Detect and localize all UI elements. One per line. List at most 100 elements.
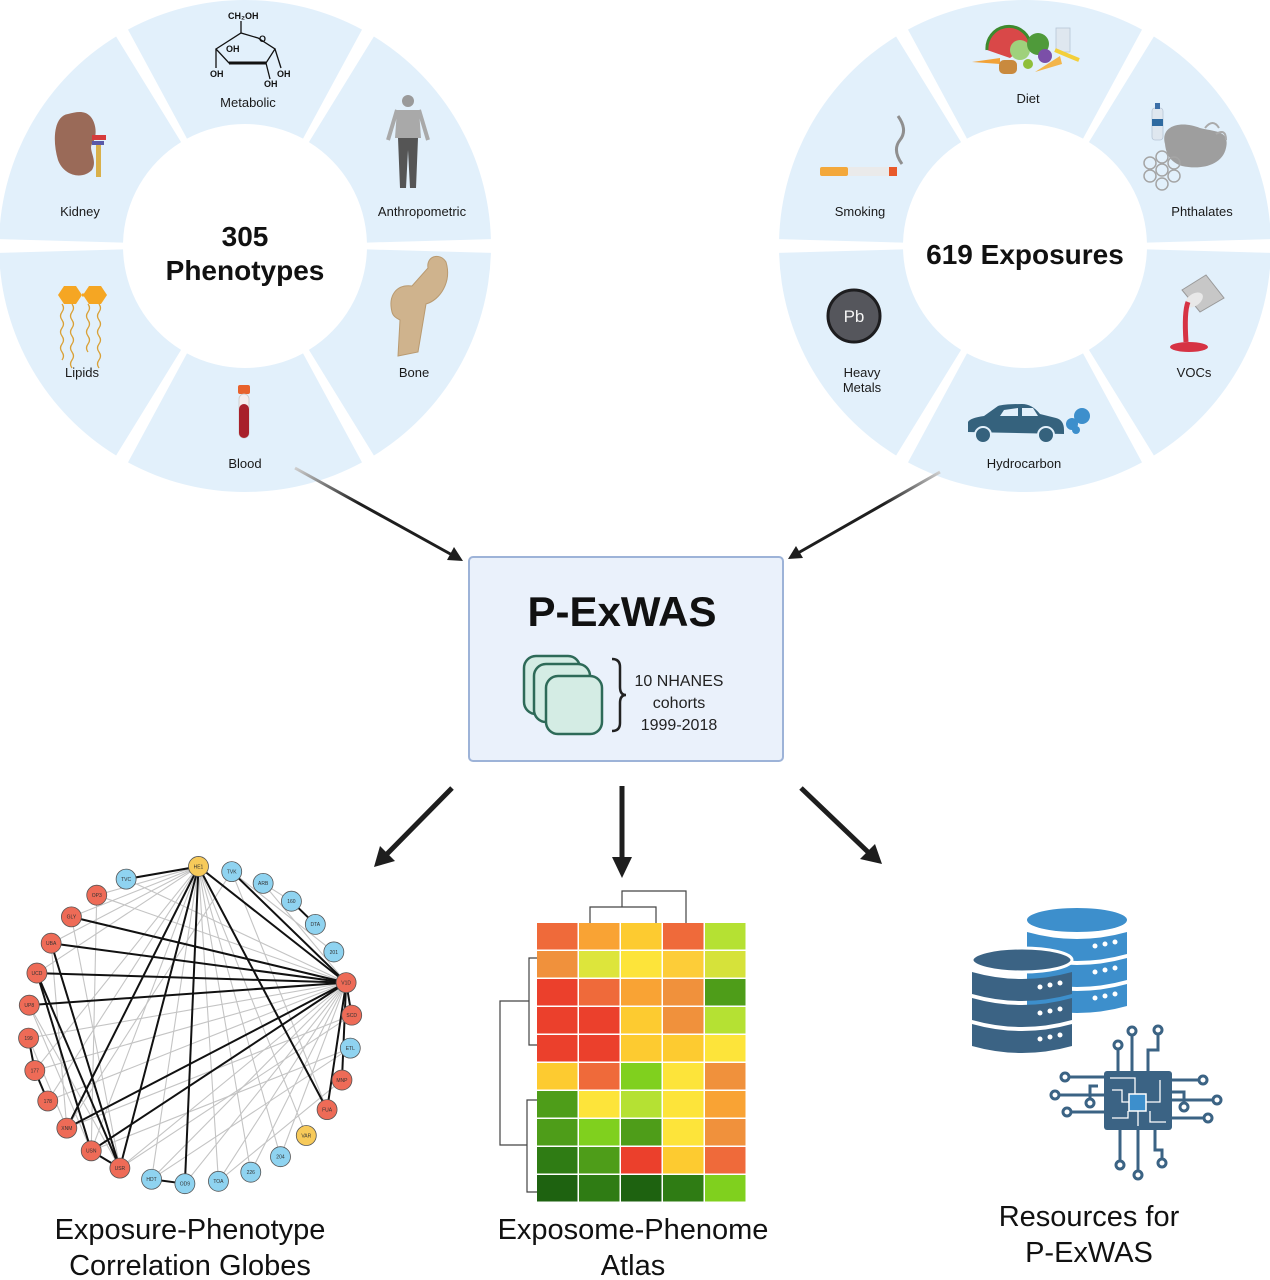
arrowhead-resources: [860, 844, 882, 864]
globe-node: OP3: [86, 884, 108, 906]
globe-node: 177: [24, 1060, 46, 1081]
globe-node-circle: [174, 1173, 196, 1195]
globe-node-circle: [24, 1060, 46, 1081]
femur-bone-icon: [390, 255, 448, 357]
globe-edge-weak: [197, 866, 252, 1173]
globe-node: 201: [323, 941, 345, 963]
segment-label-smoking: Smoking: [835, 204, 886, 219]
globe-edge-weak: [231, 871, 328, 1110]
globe-edge-weak: [217, 982, 347, 1182]
globe-node-label: 199: [24, 1036, 33, 1042]
heatmap-cell: [663, 1063, 704, 1090]
globe-edge-strong: [231, 870, 347, 984]
globe-node-circle: [304, 914, 326, 935]
heatmap-cell: [537, 1147, 578, 1174]
globe-node-label: UP8: [24, 1003, 34, 1009]
heatmap-icon: [499, 890, 746, 1202]
globe-edge-weak: [66, 1014, 352, 1129]
globe-edge-strong: [125, 865, 199, 881]
arrow-exposures-to-pexwas: [797, 470, 941, 555]
arrow-to-globes: [384, 786, 454, 857]
globe-edge-weak: [197, 866, 307, 1136]
arrowhead-left: [447, 547, 463, 561]
globe-edge-strong: [90, 981, 347, 1152]
pexwas-method-box: P-ExWAS 10 NHANES cohorts 1999-2018: [468, 556, 784, 762]
globe-node-label: 204: [276, 1155, 285, 1161]
circuit-chip-icon: [1049, 1024, 1223, 1181]
globe-node-label: UBA: [46, 941, 57, 947]
heatmap-cell: [537, 1007, 578, 1034]
globe-node: MNP: [331, 1069, 353, 1091]
globe-node-circle: [56, 1117, 78, 1139]
cohort-years: 1999-2018: [641, 717, 718, 734]
globe-node: GLY: [60, 906, 82, 928]
arrowhead-globes: [374, 846, 395, 867]
segment-label-phthalates: Phthalates: [1171, 204, 1233, 219]
globe-edge-strong: [51, 942, 347, 984]
globe-node: V1D: [335, 972, 357, 994]
stacked-cards-icon: [522, 654, 604, 736]
svg-text:OH: OH: [210, 69, 224, 79]
svg-text:O: O: [259, 34, 266, 44]
globe-node: XNM: [56, 1117, 78, 1139]
globe-edge-strong: [340, 982, 348, 1081]
heatmap-cell: [663, 1175, 704, 1202]
globe-edge-weak: [119, 1014, 352, 1169]
exposure-title: 619 Exposures: [926, 239, 1124, 270]
cohort-word: cohorts: [653, 695, 705, 712]
heatmap-cell: [579, 951, 620, 978]
globe-edge-weak: [90, 866, 199, 1152]
heatmap-cell: [579, 1063, 620, 1090]
globe-node-circle: [26, 962, 48, 984]
globe-node-circle: [40, 932, 62, 954]
globe-node: HE1: [188, 856, 209, 877]
ring-segment-vocs: [1088, 249, 1270, 456]
globe-edge-weak: [50, 865, 199, 944]
ring-segment-smoking: [779, 36, 962, 243]
svg-text:OH: OH: [264, 79, 278, 89]
ring-segment-metabolic: [127, 0, 363, 139]
heatmap-cell: [537, 1119, 578, 1146]
person-icon: [386, 95, 430, 188]
globe-edge-strong: [326, 982, 348, 1110]
globe-node: 178: [37, 1090, 59, 1112]
globe-edge-weak: [71, 865, 199, 918]
glucose-molecule-icon: CH₂OH O OH OH OH OH: [210, 11, 291, 89]
globe-node-circle: [331, 1069, 353, 1091]
globe-node-label: OD9: [180, 1182, 191, 1188]
segment-label-metabolic: Metabolic: [220, 95, 276, 110]
globe-node: OD9: [174, 1173, 196, 1195]
globe-node-label: ETL: [346, 1046, 355, 1052]
globe-node-circle: [252, 872, 274, 894]
globe-node: 226: [240, 1161, 262, 1183]
heatmap-cell: [621, 1091, 662, 1118]
lipid-molecule-icon: [58, 286, 107, 369]
globe-node-label: XNM: [61, 1126, 72, 1132]
ring-segment-heavy-metals: [779, 249, 962, 456]
segment-label-lipids: Lipids: [65, 365, 99, 380]
globe-node-label: DTA: [311, 922, 321, 928]
output-label-globes-line1: Exposure-Phenotype: [55, 1214, 326, 1246]
blood-tube-icon: [238, 385, 250, 439]
globe-node: HDT: [141, 1168, 162, 1190]
heatmap-cell: [537, 1091, 578, 1118]
globe-node-label: HDT: [146, 1177, 156, 1183]
heatmap-cell: [579, 1091, 620, 1118]
globe-edge-weak: [96, 894, 347, 984]
globe-node-label: UCD: [31, 971, 42, 977]
heatmap-cell: [579, 979, 620, 1006]
heatmap-cell: [663, 1147, 704, 1174]
globe-node-label: ARB: [258, 881, 269, 887]
globe-node-circle: [86, 884, 108, 906]
output-arrows: [374, 786, 882, 878]
segment-label-heavy-metals-line1: Heavy: [844, 365, 881, 380]
database-dark-icon: [970, 946, 1074, 1053]
globe-node: USN: [80, 1140, 102, 1162]
heatmap-cell: [705, 1091, 746, 1118]
database-chip-icon: [970, 908, 1223, 1181]
heatmap-cell: [621, 1007, 662, 1034]
globe-node-circle: [208, 1170, 229, 1192]
globe-node: DTA: [304, 914, 326, 935]
globe-node-label: FUA: [322, 1107, 333, 1113]
